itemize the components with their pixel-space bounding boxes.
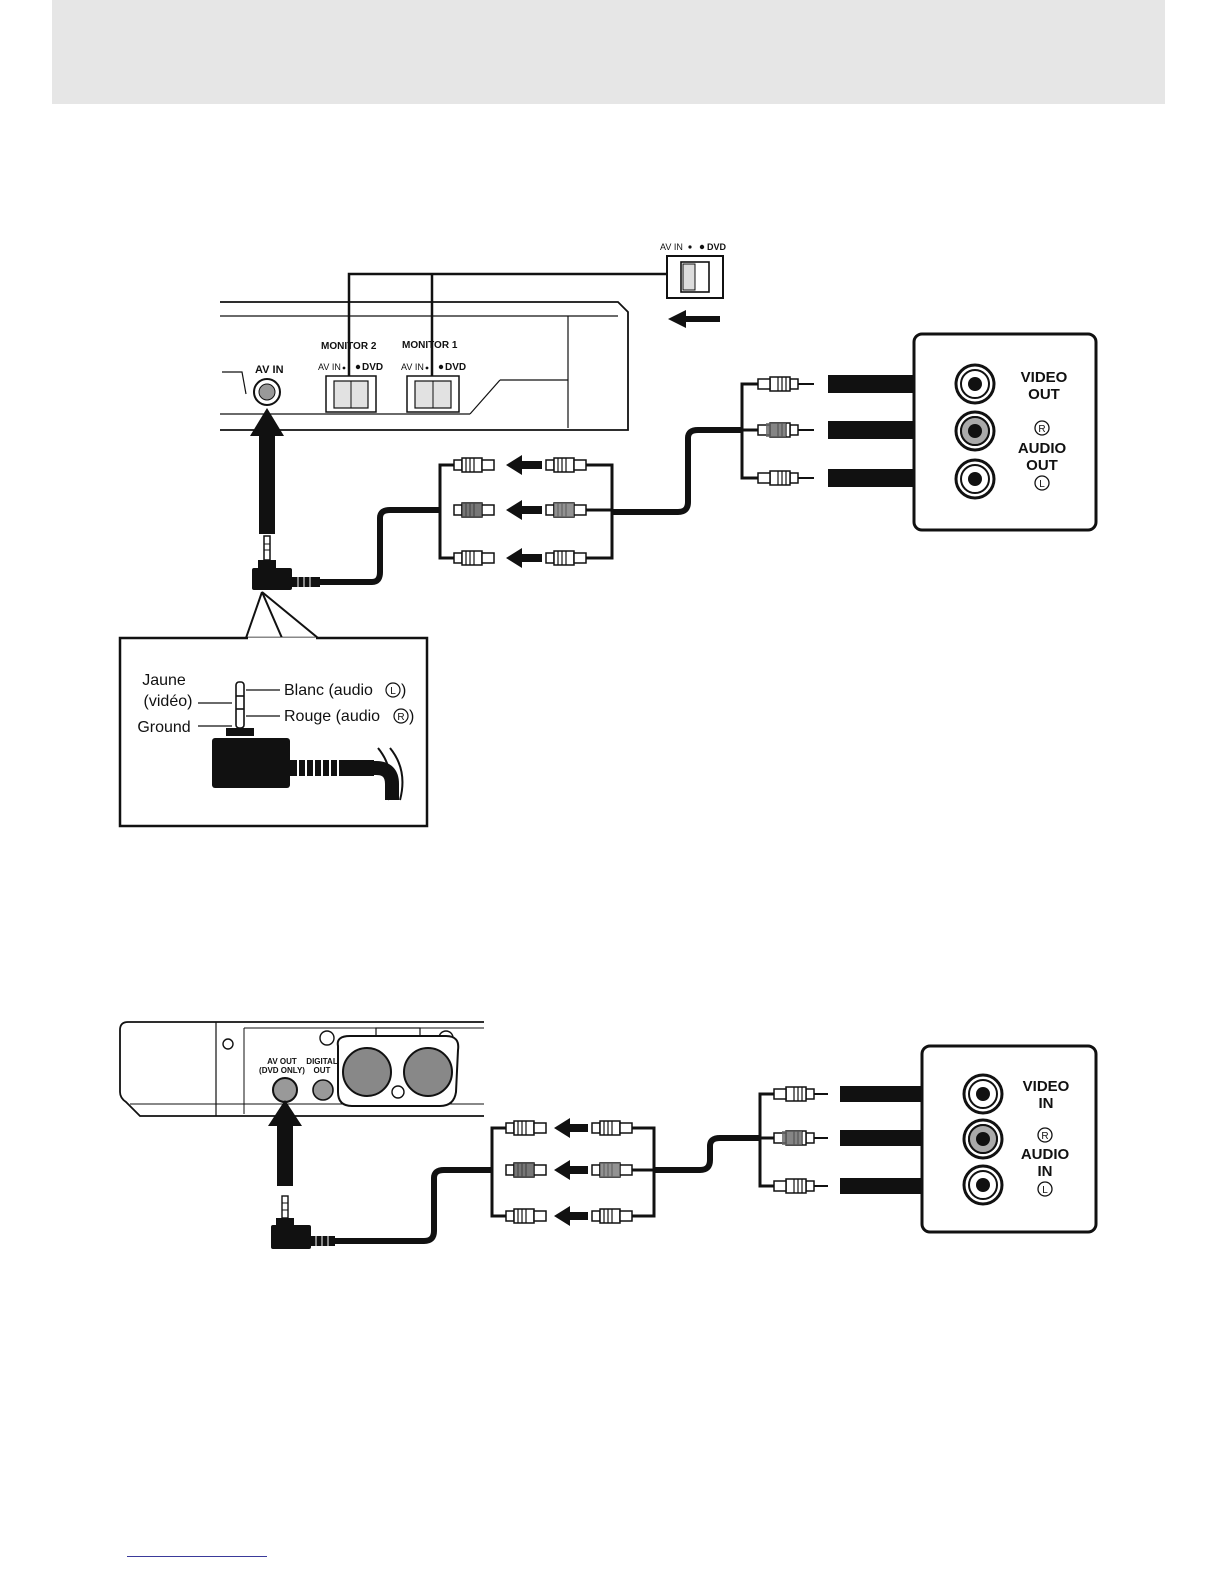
monitor1-label: MONITOR 1	[402, 340, 458, 351]
svg-text:): )	[401, 682, 406, 699]
mini-jack-plug-2	[271, 1196, 335, 1249]
switch-label-av: AV IN	[660, 242, 683, 252]
svg-text:(DVD ONLY): (DVD ONLY)	[259, 1066, 305, 1075]
svg-text:R: R	[1038, 424, 1045, 435]
svg-text:DVD: DVD	[445, 362, 466, 373]
svg-text:): )	[409, 708, 414, 725]
svg-text:OUT: OUT	[1026, 457, 1058, 474]
svg-text:Jaune: Jaune	[142, 672, 186, 689]
av-in-label: AV IN	[255, 364, 284, 376]
av-out-jack	[273, 1078, 297, 1102]
svg-text:R: R	[397, 712, 404, 723]
svg-text:AV OUT: AV OUT	[267, 1057, 297, 1066]
svg-text:IN: IN	[1039, 1095, 1054, 1112]
up-arrow-av-out	[268, 1100, 302, 1186]
svg-text:DIGITAL: DIGITAL	[306, 1057, 338, 1066]
svg-text:OUT: OUT	[314, 1066, 331, 1075]
svg-text:AV IN: AV IN	[401, 362, 424, 372]
svg-text:Blanc (audio: Blanc (audio	[284, 682, 373, 699]
mini-jack-plug	[252, 536, 320, 590]
svg-text:(vidéo): (vidéo)	[144, 693, 193, 710]
svg-text:DVD: DVD	[362, 362, 383, 373]
switch-direction-arrow	[668, 310, 720, 328]
svg-text:Ground: Ground	[137, 719, 190, 736]
svg-text:L: L	[1042, 1185, 1048, 1196]
rear-connectors	[320, 1028, 458, 1106]
svg-text:VIDEO: VIDEO	[1021, 369, 1068, 386]
monitor2-switch: MONITOR 2 AV IN DVD	[318, 341, 383, 412]
svg-text:R: R	[1041, 1131, 1048, 1142]
switch-label-dvd: DVD	[707, 242, 727, 252]
svg-text:AUDIO: AUDIO	[1021, 1146, 1070, 1163]
av-output-panel: VIDEO OUT R AUDIO OUT L	[914, 334, 1096, 530]
svg-text:OUT: OUT	[1028, 386, 1060, 403]
digital-out-jack	[313, 1080, 333, 1100]
av-dvd-switch: AV IN DVD	[660, 242, 727, 328]
up-arrow-av-in	[250, 408, 284, 534]
svg-text:Rouge (audio: Rouge (audio	[284, 708, 380, 725]
av-input-panel: VIDEO IN R AUDIO IN L	[922, 1046, 1096, 1232]
diagram-av-in: AV IN DVD AV IN MONITOR 2 AV	[120, 242, 1096, 826]
diagram-av-out: AV OUT (DVD ONLY) DIGITAL OUT	[120, 1022, 1096, 1249]
svg-text:VIDEO: VIDEO	[1023, 1078, 1070, 1095]
svg-text:L: L	[390, 686, 396, 697]
svg-text:L: L	[1039, 479, 1045, 490]
monitor2-label: MONITOR 2	[321, 341, 377, 352]
plug-callout: Jaune (vidéo) Ground Blanc (audio L ) Ro…	[120, 592, 427, 826]
monitor1-switch: MONITOR 1 AV IN DVD	[401, 340, 466, 412]
svg-text:AV IN: AV IN	[318, 362, 341, 372]
svg-text:AUDIO: AUDIO	[1018, 440, 1067, 457]
svg-text:IN: IN	[1038, 1163, 1053, 1180]
